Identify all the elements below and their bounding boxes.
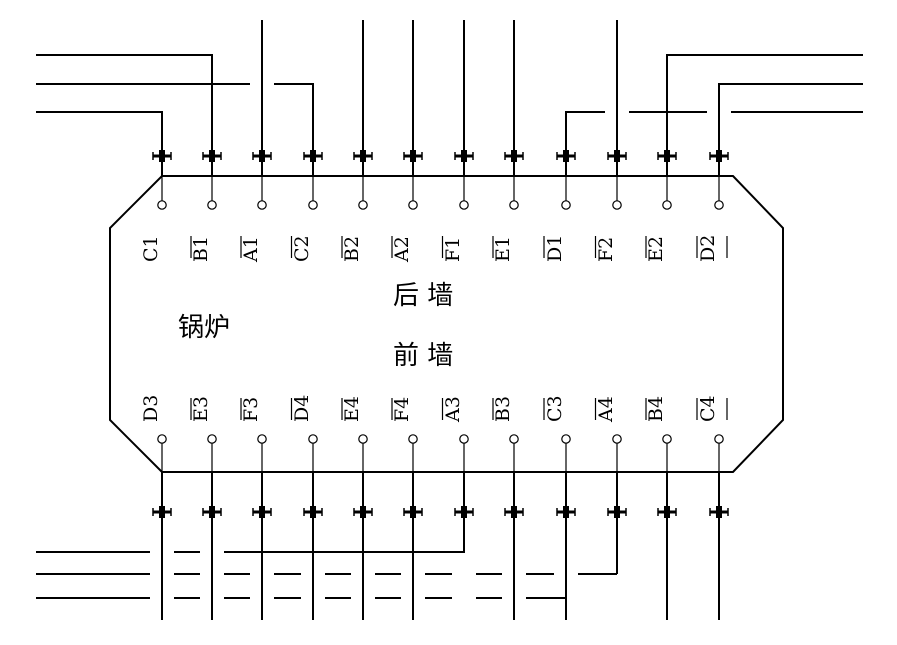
valve-c3: [556, 506, 576, 518]
burner-port-d3: [157, 434, 167, 444]
burner-label-d4: D4: [291, 395, 313, 422]
valve-a1: [252, 150, 272, 162]
valve-d2: [709, 150, 729, 162]
burner-port-e4: [358, 434, 368, 444]
pipe-e2: [666, 54, 863, 176]
valve-c4: [709, 506, 729, 518]
valve-b3: [504, 506, 524, 518]
valve-f2: [607, 150, 627, 162]
valve-f4: [403, 506, 423, 518]
burner-port-c3: [561, 434, 571, 444]
burner-port-f3: [257, 434, 267, 444]
burner-label-b4: B4: [645, 396, 667, 422]
boiler-label: 锅炉: [178, 313, 230, 343]
valve-c1: [152, 150, 172, 162]
pipe-d1-left: [565, 111, 605, 176]
burner-port-d4: [308, 434, 318, 444]
burner-port-b2: [358, 200, 368, 210]
burner-port-e2: [662, 200, 672, 210]
burner-label-d3: D3: [140, 395, 162, 422]
burner-port-b4: [662, 434, 672, 444]
valve-b1: [202, 150, 222, 162]
valve-b4: [657, 506, 677, 518]
valve-e1: [504, 150, 524, 162]
valve-e2: [657, 150, 677, 162]
valve-d4: [303, 506, 323, 518]
burner-port-c4: [714, 434, 724, 444]
burner-label-e2: E2: [645, 236, 667, 262]
burner-label-f1: F1: [442, 237, 464, 262]
pipe-a3: [224, 472, 465, 553]
burner-label-c3: C3: [544, 395, 566, 422]
burner-label-c4: C4: [697, 395, 719, 422]
burner-label-b3: B3: [492, 396, 514, 422]
burner-port-e1: [509, 200, 519, 210]
rear-wall-label: 后 墙: [393, 281, 453, 311]
burner-label-d1: D1: [544, 235, 566, 262]
valve-a2: [403, 150, 423, 162]
burner-port-f2: [612, 200, 622, 210]
valve-e4: [353, 506, 373, 518]
burner-label-f4: F4: [391, 397, 413, 422]
front-wall-label: 前 墙: [393, 341, 453, 371]
burner-port-a1: [257, 200, 267, 210]
valve-c2: [303, 150, 323, 162]
burner-label-e1: E1: [492, 236, 514, 262]
burner-port-d2: [714, 200, 724, 210]
burner-port-e3: [207, 434, 217, 444]
valve-a3: [454, 506, 474, 518]
valve-f1: [454, 150, 474, 162]
boiler-outline: [109, 175, 784, 473]
burner-label-a3: A3: [442, 396, 464, 423]
burner-port-a3: [459, 434, 469, 444]
burner-port-f4: [408, 434, 418, 444]
burner-port-a2: [408, 200, 418, 210]
pipe-b1: [36, 54, 213, 176]
burner-label-c1: C1: [140, 235, 162, 262]
burner-label-a4: A4: [595, 396, 617, 423]
burner-port-c1: [157, 200, 167, 210]
burner-label-e4: E4: [341, 396, 363, 422]
valve-e3: [202, 506, 222, 518]
burner-label-e3: E3: [190, 396, 212, 422]
valve-d1: [556, 150, 576, 162]
burner-label-f3: F3: [240, 397, 262, 422]
valve-f3: [252, 506, 272, 518]
valve-a4: [607, 506, 627, 518]
burner-label-a2: A2: [391, 236, 413, 263]
burner-port-f1: [459, 200, 469, 210]
burner-port-c2: [308, 200, 318, 210]
valve-d3: [152, 506, 172, 518]
burner-port-a4: [612, 434, 622, 444]
burner-port-b3: [509, 434, 519, 444]
valve-b2: [353, 150, 373, 162]
pipe-c2-right: [274, 83, 314, 176]
burner-label-d2: D2: [697, 235, 719, 262]
pipe-c1: [36, 111, 163, 176]
burner-port-b1: [207, 200, 217, 210]
burner-label-b1: B1: [190, 236, 212, 262]
burner-label-a1: A1: [240, 236, 262, 263]
burner-label-b2: B2: [341, 236, 363, 262]
burner-label-c2: C2: [291, 235, 313, 262]
burner-label-f2: F2: [595, 237, 617, 262]
burner-port-d1: [561, 200, 571, 210]
pipe-d2: [718, 83, 863, 176]
